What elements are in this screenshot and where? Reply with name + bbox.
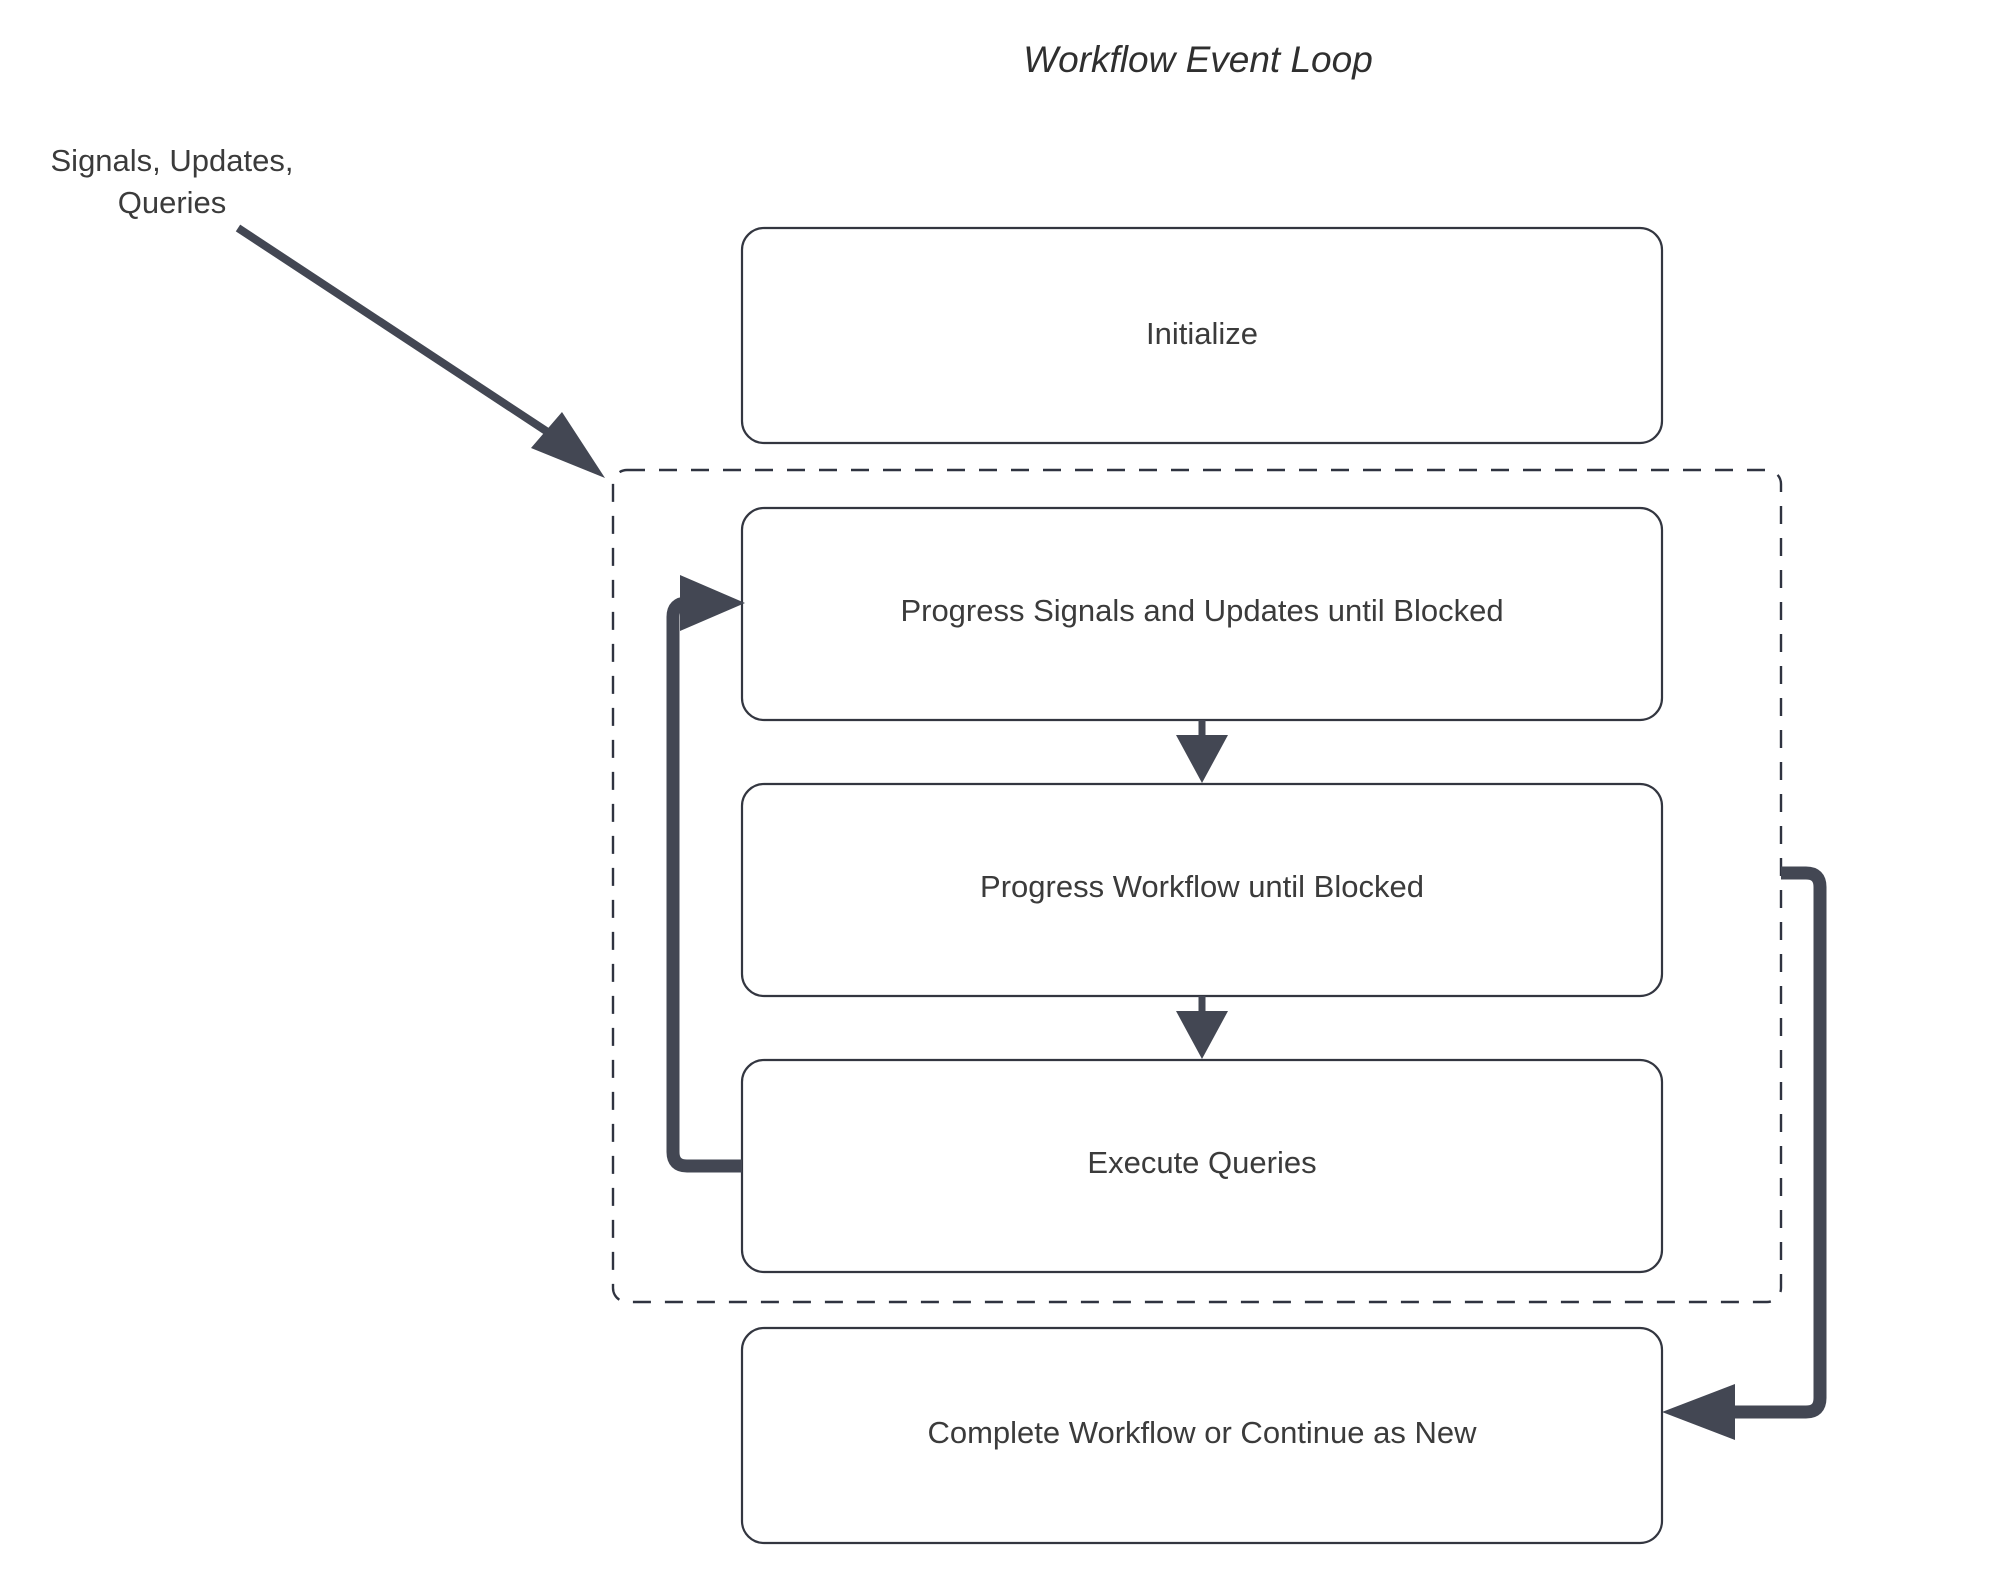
arrow-head-icon — [531, 412, 605, 478]
diagram-title: Workflow Event Loop — [1023, 39, 1373, 80]
edge-progress-workflow-to-execute-queries — [1176, 996, 1228, 1059]
edge-execute-queries-to-progress-signals — [666, 575, 745, 1173]
edge-progress-signals-to-progress-workflow — [1176, 720, 1228, 783]
node-progress-workflow[interactable]: Progress Workflow until Blocked — [740, 782, 1664, 998]
node-progress-signals-label: Progress Signals and Updates until Block… — [900, 593, 1503, 628]
node-complete-workflow-label: Complete Workflow or Continue as New — [927, 1415, 1477, 1450]
arrow-head-icon — [1176, 1011, 1228, 1059]
node-execute-queries[interactable]: Execute Queries — [740, 1058, 1664, 1274]
arrow-head-icon — [1176, 735, 1228, 783]
external-input-label-line1: Signals, Updates, — [51, 143, 294, 178]
node-complete-workflow[interactable]: Complete Workflow or Continue as New — [740, 1326, 1664, 1545]
node-initialize-box[interactable] — [740, 226, 1664, 445]
external-input-label-line2: Queries — [118, 185, 227, 220]
node-initialize[interactable]: Initialize — [740, 226, 1664, 445]
edge-event-loop-to-complete-workflow — [1662, 866, 1827, 1440]
node-complete-workflow-box[interactable] — [740, 1326, 1664, 1545]
edge-external-input-to-event-loop — [235, 224, 605, 478]
node-progress-signals[interactable]: Progress Signals and Updates until Block… — [740, 506, 1664, 722]
node-initialize-label: Initialize — [1146, 316, 1258, 351]
node-progress-workflow-label: Progress Workflow until Blocked — [980, 869, 1424, 904]
node-execute-queries-label: Execute Queries — [1087, 1145, 1316, 1180]
arrow-head-icon — [1662, 1384, 1735, 1440]
arrow-head-icon — [680, 575, 745, 631]
